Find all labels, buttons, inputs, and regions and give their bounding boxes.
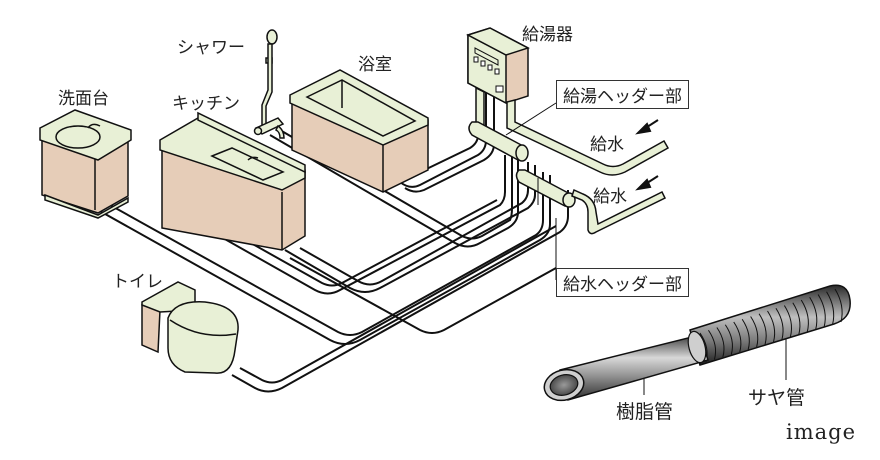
pipe-shower-b	[279, 129, 513, 240]
hot-water-header	[468, 121, 527, 162]
sheath-ridge	[724, 324, 733, 355]
label-water-heater: 給湯器	[522, 25, 573, 45]
label-sheath-pipe: サヤ管	[748, 387, 806, 409]
pipe-kitchen-c	[289, 257, 557, 334]
inlet-arrows	[635, 119, 659, 191]
header-pipes	[468, 86, 670, 235]
image-caption: image	[786, 420, 857, 444]
label-toilet: トイレ	[112, 272, 163, 292]
toilet-fixture	[141, 281, 239, 374]
pipe-washbasin-b	[109, 172, 544, 336]
label-resin-pipe: 樹脂管	[616, 401, 674, 423]
hot-header-end	[515, 144, 529, 162]
label-washbasin: 洗面台	[58, 89, 109, 109]
label-hot-water-header: 給湯ヘッダー部	[556, 80, 689, 109]
pipe-shower-a	[269, 134, 519, 248]
pipe-extra-a	[199, 155, 506, 295]
sheath-ridges	[699, 288, 843, 363]
shower-fixture	[253, 29, 285, 139]
pipe-bath-b	[404, 78, 495, 193]
cold-water-header	[515, 169, 574, 207]
sheath-ridge	[809, 296, 818, 330]
arrow-icon	[635, 122, 652, 135]
pipe-kitchen-a	[284, 165, 536, 293]
pipe-washbasin-a	[97, 175, 551, 345]
label-bathroom: 浴室	[358, 55, 392, 75]
sheath-ridge	[767, 310, 776, 343]
label-water-inlet-2: 給水	[593, 187, 627, 207]
sheath-ridge	[758, 313, 767, 345]
label-cold-water-header: 給水ヘッダー部	[556, 268, 689, 297]
washbasin-fixture	[39, 109, 132, 219]
label-water-inlet-1: 給水	[590, 135, 624, 155]
heater-pipe-right	[506, 99, 670, 176]
sheath-ridge	[783, 305, 792, 338]
sheath-ridge	[750, 316, 759, 348]
sheath-ridge	[817, 294, 826, 328]
distribution-pipes	[97, 67, 569, 393]
cold-inlet-pipe	[571, 188, 667, 235]
sheath-pipe	[689, 284, 851, 366]
pipe-toilet-a	[231, 190, 569, 393]
pipe-cross-section-detail	[543, 284, 851, 402]
sheath-ridge	[826, 291, 835, 325]
sheath-ridge	[708, 329, 717, 360]
label-shower: シャワー	[177, 38, 245, 58]
kitchen-fixture	[159, 111, 306, 251]
bathtub-fixture	[289, 69, 429, 193]
sheath-ridge	[733, 321, 742, 353]
sheath-ridge	[792, 302, 801, 335]
arrow-icon	[635, 178, 652, 191]
pipe-toilet-b	[239, 225, 557, 384]
label-kitchen: キッチン	[172, 94, 240, 114]
sheath-ridge	[800, 299, 809, 333]
heater-pipe-left	[475, 86, 485, 126]
sheath-ridge	[716, 327, 725, 358]
pipe-extra-b	[209, 199, 498, 287]
water-heater-unit	[466, 27, 530, 105]
sheath-ridge	[741, 318, 750, 350]
sheath-ridge	[775, 307, 784, 340]
sheath-ridge	[834, 288, 843, 323]
